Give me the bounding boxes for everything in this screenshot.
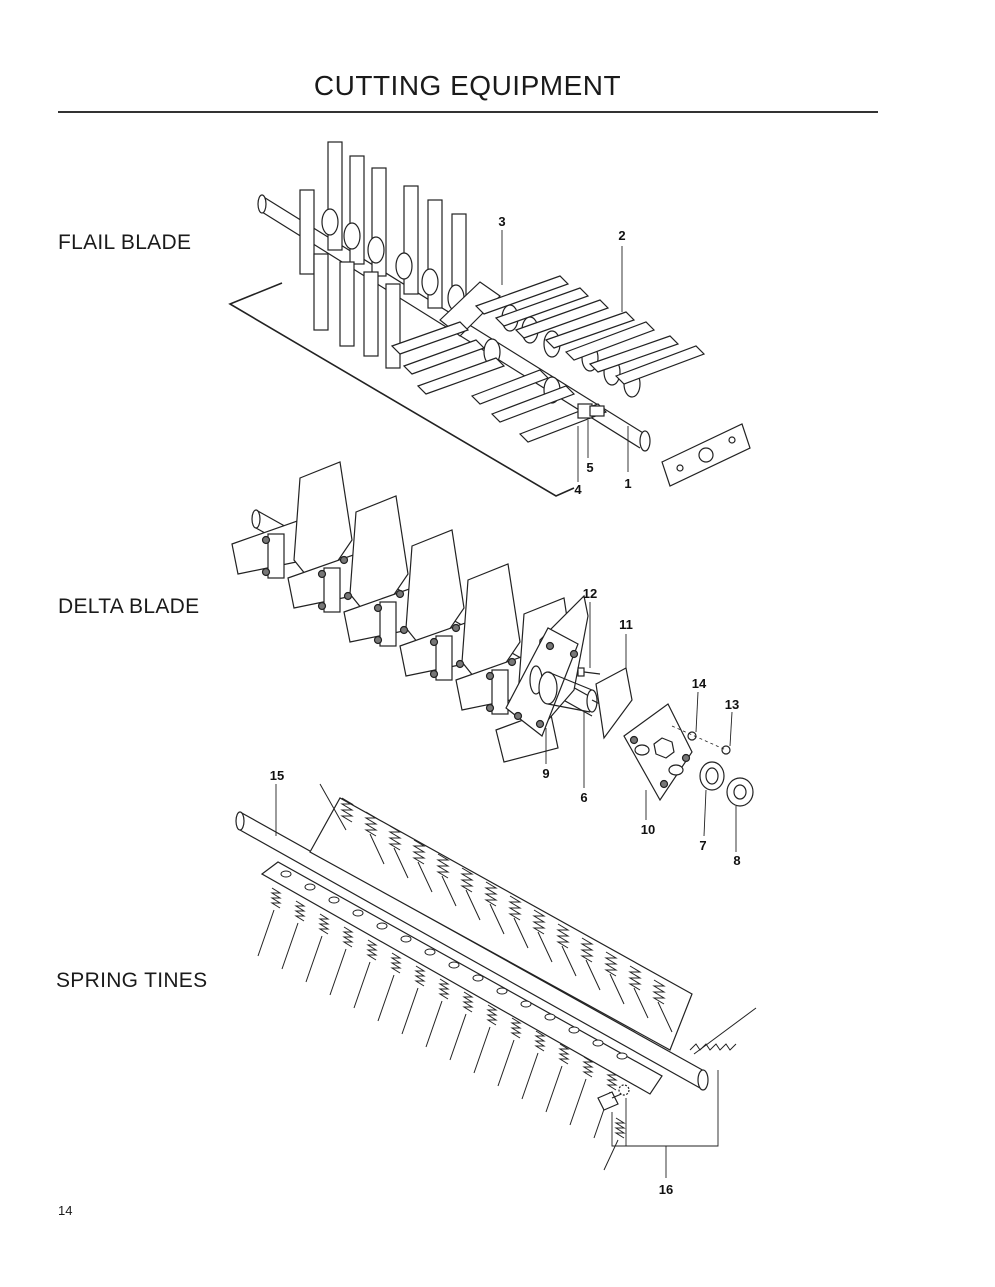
callout-2: 2 <box>618 228 625 243</box>
callout-14: 14 <box>692 676 707 691</box>
delta-bearing <box>699 761 725 791</box>
title-rule <box>58 111 878 113</box>
callout-11: 11 <box>619 617 633 632</box>
delta-hub-plate <box>623 703 693 802</box>
callout-7: 7 <box>699 838 706 853</box>
callout-13: 13 <box>725 697 739 712</box>
page-number: 14 <box>58 1203 73 1218</box>
spring-end-parts <box>597 1007 757 1111</box>
delta-key-plate <box>595 667 633 740</box>
delta-bolt <box>577 667 601 677</box>
spring-upper-bar <box>309 797 693 1051</box>
callout-6: 6 <box>580 790 587 805</box>
delta-small-nut <box>721 745 731 755</box>
flail-bolt <box>577 403 605 419</box>
callout-9: 9 <box>542 766 549 781</box>
section-label-flail: FLAIL BLADE <box>58 231 192 254</box>
callout-12: 12 <box>583 586 597 601</box>
callout-8: 8 <box>733 853 740 868</box>
callout-1: 1 <box>624 476 631 491</box>
callout-5: 5 <box>586 460 593 475</box>
spring-upper-tines <box>319 783 673 1033</box>
spring-bracket-line <box>611 1070 719 1147</box>
delta-lock-nut <box>726 777 754 807</box>
delta-leaders <box>545 602 737 852</box>
flail-blade-assembly <box>228 141 751 497</box>
delta-blade-units <box>231 461 589 763</box>
section-label-delta: DELTA BLADE <box>58 595 200 618</box>
callout-3: 3 <box>498 214 505 229</box>
callout-numbers: 1 2 3 4 5 6 7 8 9 10 11 12 13 14 15 16 <box>270 214 741 1197</box>
flail-leaders <box>501 230 629 482</box>
spring-lower-tines <box>257 870 628 1171</box>
spring-shaft <box>235 811 709 1091</box>
delta-blade-assembly <box>231 461 754 852</box>
flail-end-plate <box>661 423 751 487</box>
delta-hub <box>538 671 621 715</box>
page-title: CUTTING EQUIPMENT <box>313 70 622 101</box>
callout-10: 10 <box>641 822 655 837</box>
section-label-spring: SPRING TINES <box>56 969 208 992</box>
flail-bracket-line <box>228 282 575 497</box>
flail-front-blades <box>390 275 706 443</box>
spring-lower-bar <box>260 861 663 1095</box>
callout-16: 16 <box>659 1182 673 1197</box>
callout-4: 4 <box>574 482 582 497</box>
callout-15: 15 <box>270 768 284 783</box>
spring-tines-assembly <box>235 783 757 1178</box>
